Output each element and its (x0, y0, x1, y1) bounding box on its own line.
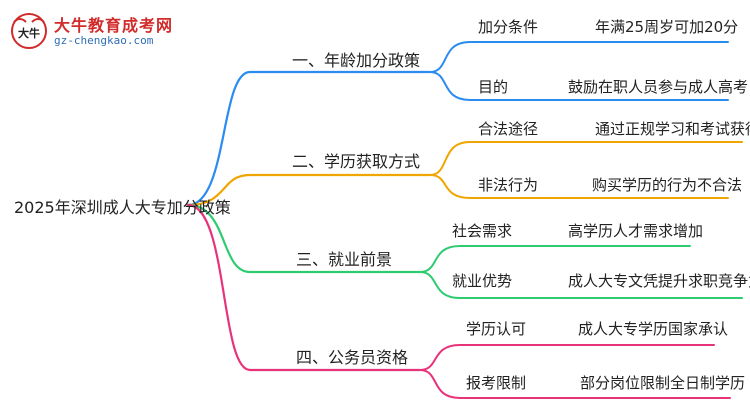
leaf-value-3-1: 高学历人才需求增加 (568, 222, 704, 240)
leaf-value-2-2: 购买学历的行为不合法 (592, 176, 743, 194)
leaf-connector-1-2 (429, 71, 729, 101)
leaf-key-2-1: 合法途径 (478, 120, 539, 138)
root-topic: 2025年深圳成人大专加分政策 (14, 198, 231, 217)
branch-connector-2 (186, 173, 432, 207)
leaf-key-3-2: 就业优势 (452, 272, 513, 290)
leaf-value-4-2: 部分岗位限制全日制学历 (580, 374, 746, 392)
branch-connector-4 (186, 203, 422, 372)
leaf-connector-1-1 (429, 41, 729, 73)
branch-connector-3 (186, 203, 422, 274)
bull-logo-icon: 大牛 (11, 13, 47, 49)
leaf-key-1-1: 加分条件 (478, 18, 539, 36)
leaf-key-4-2: 报考限制 (466, 374, 527, 392)
logo-url: gz-chengkao.com (54, 34, 154, 47)
leaf-connector-4-2 (419, 369, 731, 399)
leaf-value-3-2: 成人大专文凭提升求职竞争力 (568, 272, 750, 290)
branch-connector-1 (186, 70, 432, 207)
leaf-value-4-1: 成人大专学历国家承认 (578, 320, 729, 338)
leaf-value-2-1: 通过正规学习和考试获得 (595, 120, 750, 138)
site-logo[interactable]: 大牛 大牛教育成考网 gz-chengkao.com (8, 10, 178, 52)
branch-label-4: 四、公务员资格 (296, 348, 409, 367)
leaf-connector-2-1 (429, 141, 743, 176)
branch-label-1: 一、年龄加分政策 (292, 51, 421, 70)
leaf-connector-2-2 (429, 174, 729, 199)
leaf-key-3-1: 社会需求 (452, 222, 513, 240)
leaf-connector-3-2 (419, 271, 743, 299)
leaf-value-1-1: 年满25周岁可加20分 (595, 18, 739, 36)
leaf-connector-4-1 (419, 344, 715, 371)
logo-title: 大牛教育成考网 (54, 16, 174, 35)
leaf-connector-3-1 (419, 245, 691, 273)
logo-mark-text: 大牛 (18, 26, 40, 40)
branch-label-2: 二、学历获取方式 (292, 152, 421, 171)
branch-label-3: 三、就业前景 (296, 250, 393, 269)
leaf-key-4-1: 学历认可 (466, 320, 527, 338)
leaf-key-1-2: 目的 (478, 78, 509, 96)
leaf-value-1-2: 鼓励在职人员参与成人高考 (568, 78, 749, 96)
leaf-key-2-2: 非法行为 (478, 176, 539, 194)
